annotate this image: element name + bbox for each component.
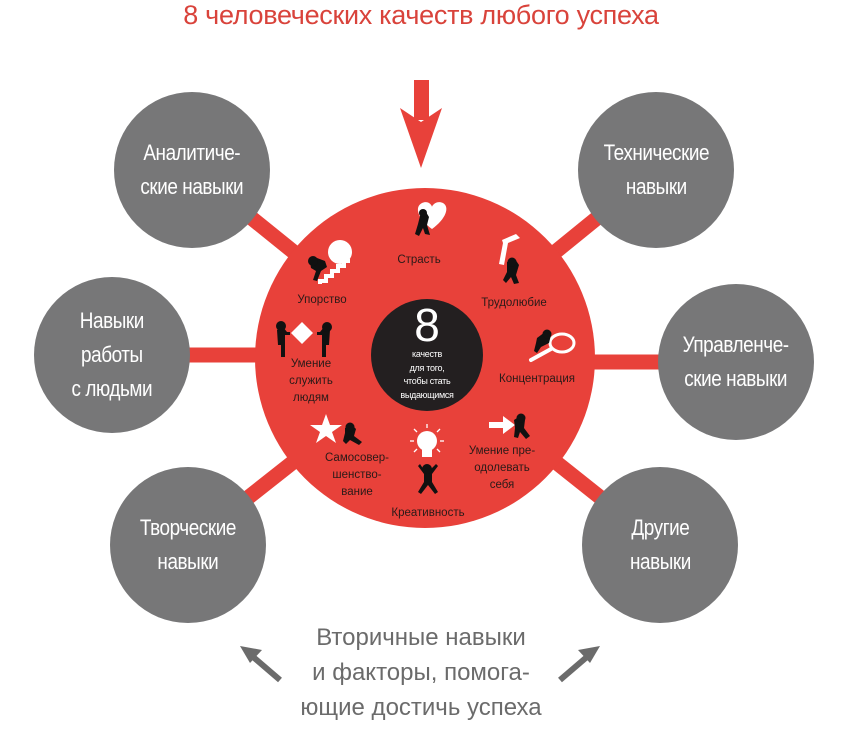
arrow-up-left-icon <box>240 646 282 683</box>
lightbulb-icon <box>410 424 444 494</box>
skill-node-management: Управленче- ские навыки <box>658 284 814 440</box>
center-circle <box>371 299 483 411</box>
diagram-title: 8 человеческих качеств любого успеха <box>183 0 659 30</box>
skill-node-creative: Творческие навыки <box>110 467 266 623</box>
star-icon <box>310 414 362 445</box>
quality-label-self-overcoming: Умение пре- одолевать себя <box>468 445 536 491</box>
quality-label-self-improvement: Самосовер- шенство- вание <box>324 452 390 498</box>
magnifier-icon <box>529 329 576 362</box>
hammer-icon <box>499 234 520 284</box>
skill-node-people: Навыки работы с людьми <box>34 277 190 433</box>
down-arrow-icon <box>400 80 442 168</box>
quality-label-creativity: Креативность <box>391 507 465 519</box>
center-caption: качеств для того, чтобы стать выдающимся <box>400 349 454 400</box>
arrow-right-icon <box>489 413 530 439</box>
skill-node-technical: Технические навыки <box>578 92 734 248</box>
skill-label: Творческие навыки <box>139 515 237 574</box>
skill-label: Аналитиче- ские навыки <box>140 140 244 199</box>
skill-label: Другие навыки <box>629 515 691 574</box>
quality-label-persistence: Упорство <box>297 294 347 306</box>
skill-label: Навыки работы с людьми <box>71 308 153 401</box>
skill-node-analytical: Аналитиче- ские навыки <box>114 92 270 248</box>
footer-caption: Вторичные навыки и факторы, помога- ющие… <box>300 624 542 721</box>
heart-icon <box>415 202 447 236</box>
center-number: 8 <box>414 299 440 351</box>
stairs-boulder-icon <box>308 240 352 284</box>
diamond-handoff-icon <box>276 321 332 357</box>
quality-label-concentration: Концентрация <box>499 373 575 385</box>
skill-label: Управленче- ские навыки <box>682 332 790 391</box>
quality-label-diligence: Трудолюбие <box>481 297 547 309</box>
skill-label: Технические навыки <box>603 140 709 199</box>
skill-node-other: Другие навыки <box>582 467 738 623</box>
quality-label-serving-people: Умение служить людям <box>289 358 333 404</box>
quality-label-passion: Страсть <box>397 254 441 266</box>
arrow-up-right-icon <box>558 646 600 683</box>
